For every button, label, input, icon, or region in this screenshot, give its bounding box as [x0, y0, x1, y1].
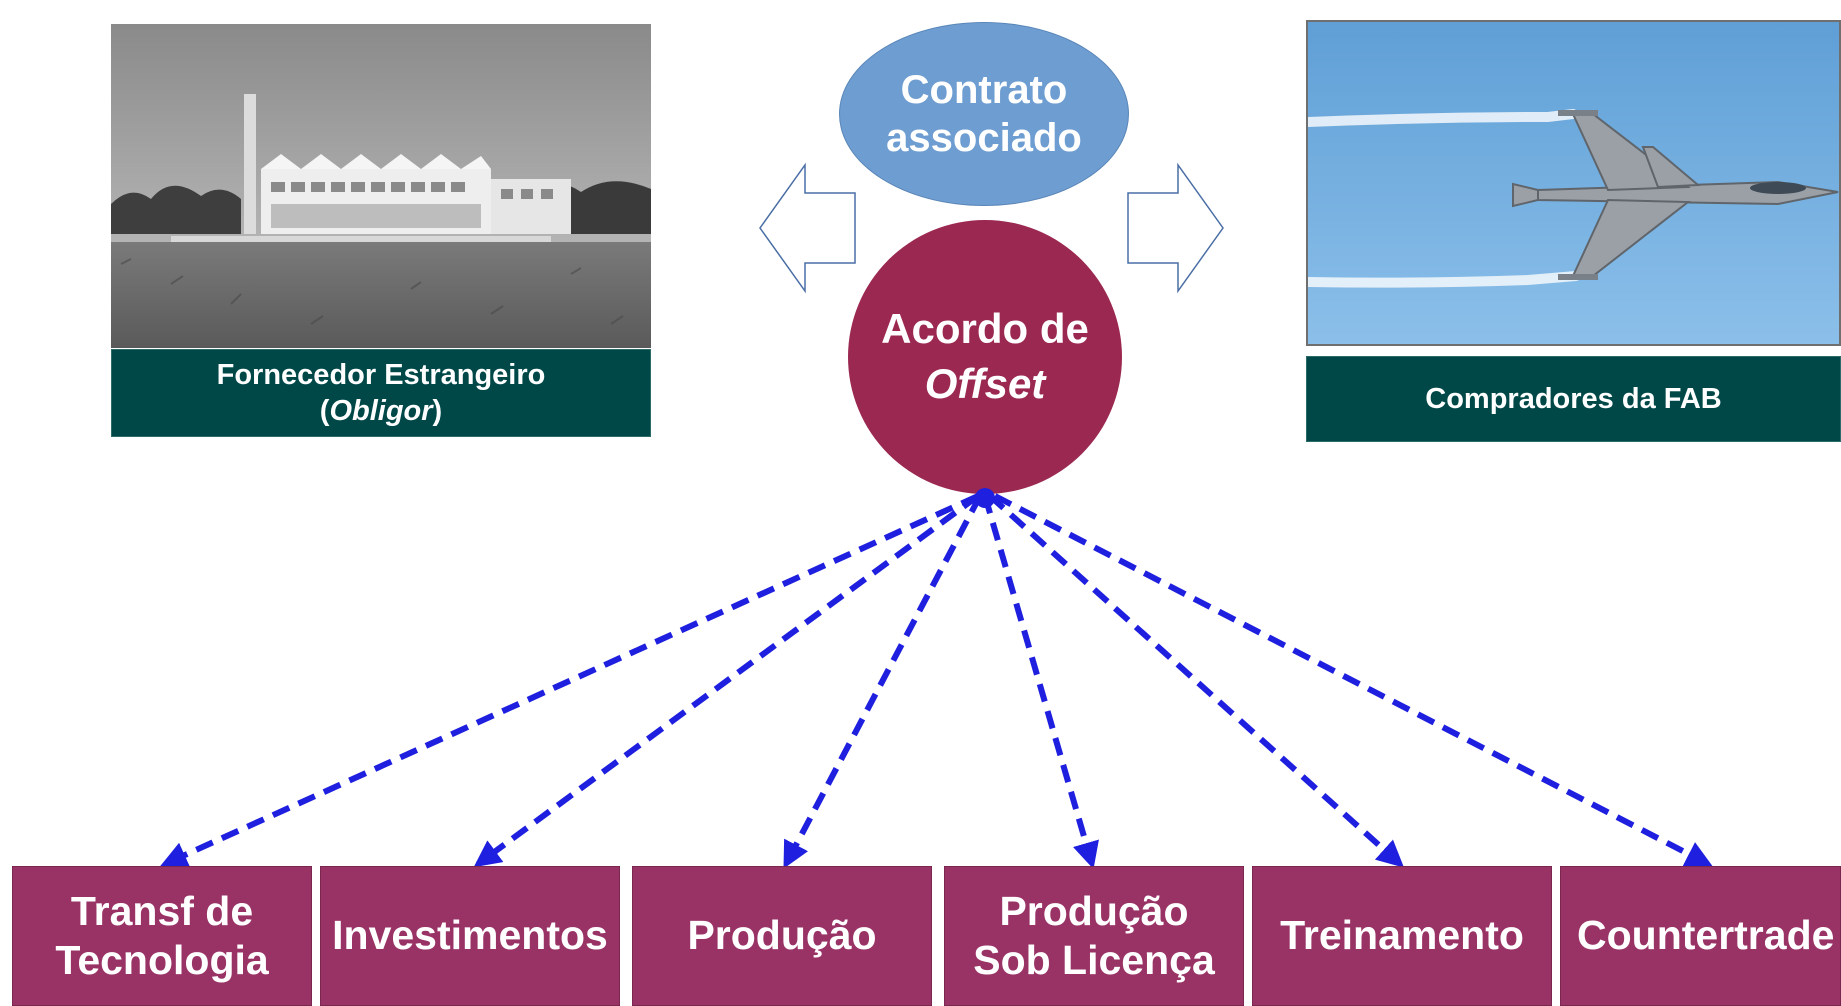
offset-label-line2: Offset	[924, 360, 1046, 407]
contract-ellipse: Contrato associado	[839, 22, 1129, 206]
supplier-caption: Fornecedor Estrangeiro (Obligor)	[111, 349, 651, 437]
connector-producao-licenca	[982, 495, 1099, 870]
supplier-caption-main: Fornecedor Estrangeiro	[216, 358, 546, 391]
connector-transf	[160, 493, 980, 868]
category-treinamento: Treinamento	[1252, 866, 1552, 1006]
category-producao: Produção	[632, 866, 932, 1006]
offset-circle: Acordo de Offset	[848, 220, 1122, 494]
connector-investimentos	[473, 493, 980, 868]
supplier-caption-italic: Obligor	[329, 395, 433, 427]
right-block-arrow	[1127, 162, 1224, 294]
category-investimentos: Investimentos	[320, 866, 620, 1006]
connector-countertrade	[993, 493, 1713, 867]
supplier-caption-role: (Obligor)	[319, 395, 443, 427]
left-block-arrow	[759, 162, 856, 294]
buyer-jet-photo	[1306, 20, 1841, 346]
category-countertrade: Countertrade	[1560, 866, 1841, 1006]
buyer-caption: Compradores da FAB	[1306, 356, 1841, 442]
connector-producao	[783, 494, 983, 869]
buyer-caption-text: Compradores da FAB	[1425, 382, 1722, 415]
offset-label-line1: Acordo de	[881, 305, 1089, 353]
contract-label-line2: associado	[886, 116, 1082, 160]
supplier-factory-photo	[111, 24, 651, 348]
contract-label-line1: Contrato	[900, 68, 1068, 112]
connector-treinamento	[987, 493, 1405, 868]
